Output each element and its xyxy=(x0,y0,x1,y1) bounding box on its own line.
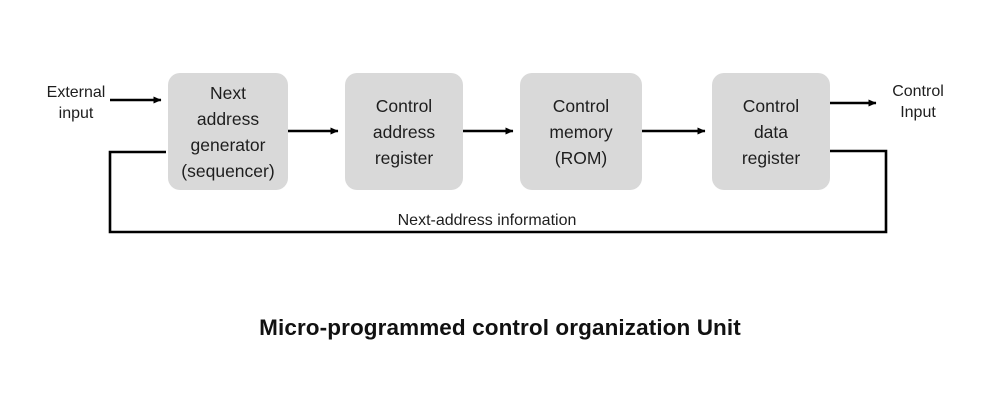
box-next-address-generator: Next address generator (sequencer) xyxy=(168,73,288,190)
external-input-label: External input xyxy=(46,84,106,122)
box-control-memory-rom: Control memory (ROM) xyxy=(520,73,642,190)
box-control-data-register: Control data register xyxy=(712,73,830,190)
feedback-label: Next-address information xyxy=(397,212,577,229)
box-control-address-register: Control address register xyxy=(345,73,463,190)
control-input-label: Control Input xyxy=(892,83,944,121)
feedback-loop-line xyxy=(108,149,888,234)
diagram-title: Micro-programmed control organization Un… xyxy=(259,315,741,340)
